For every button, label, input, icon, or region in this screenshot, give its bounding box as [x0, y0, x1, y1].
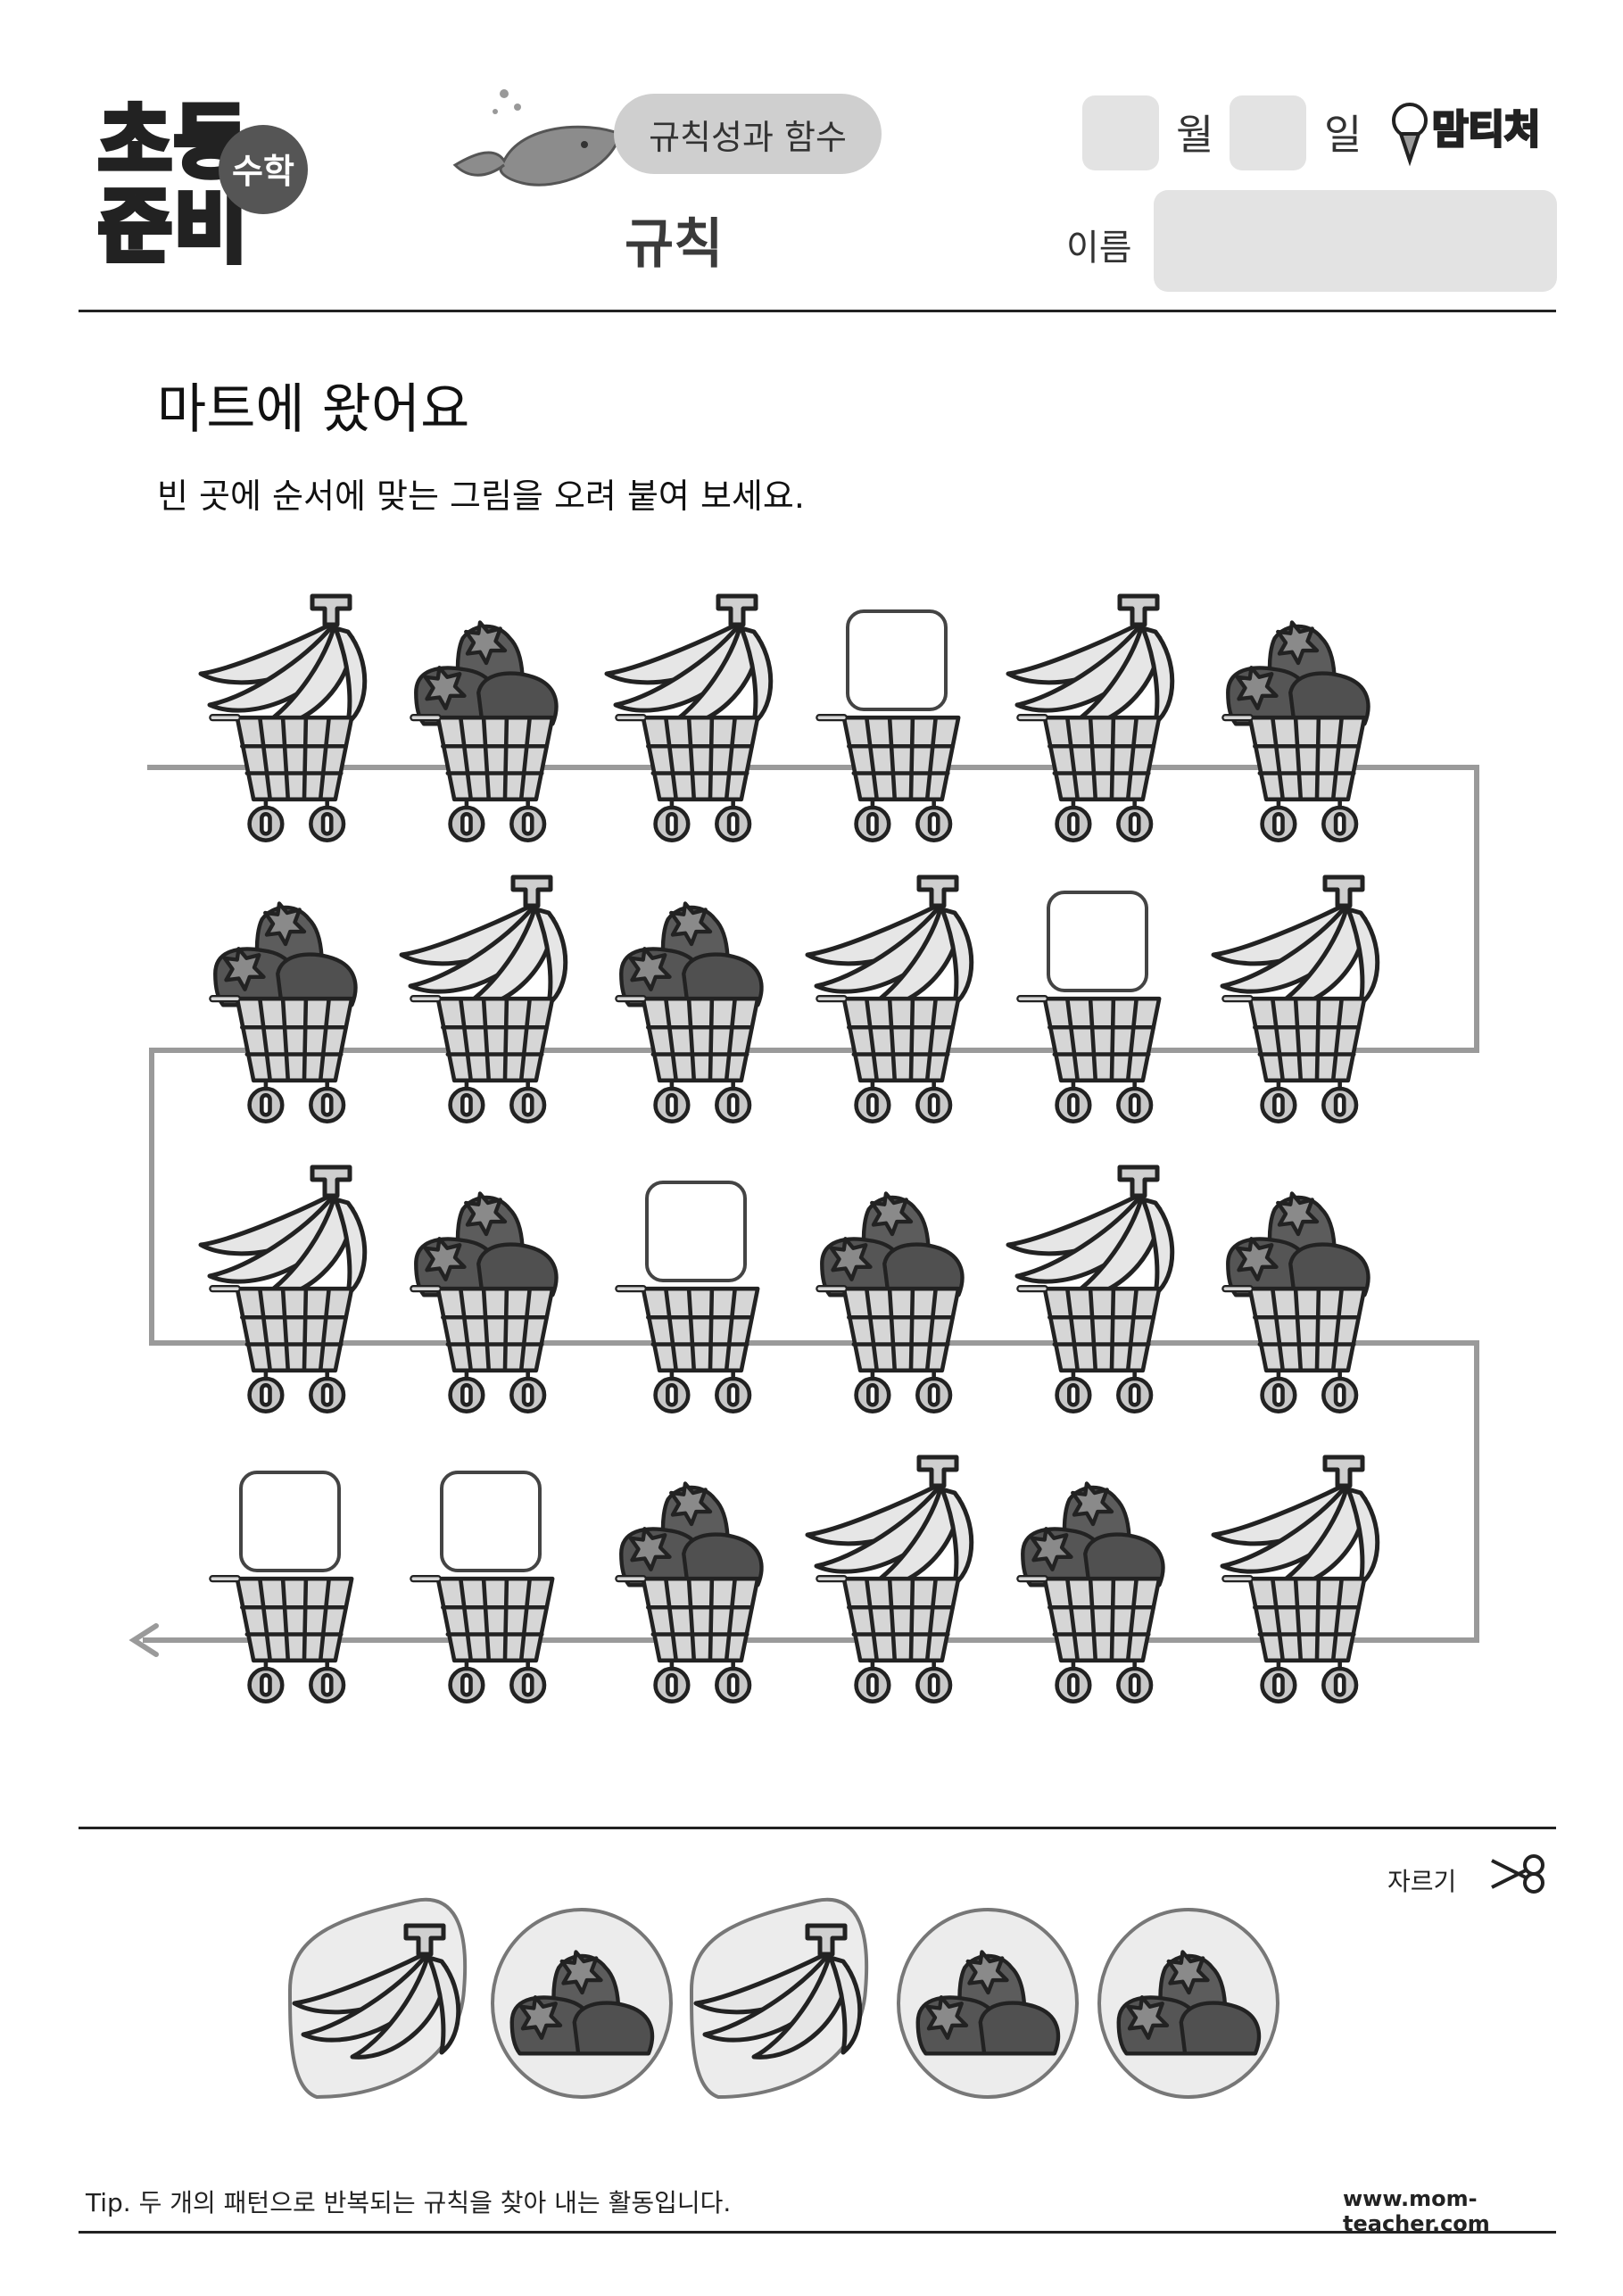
name-label: 이름	[1066, 228, 1132, 269]
day-label: 일	[1324, 111, 1362, 159]
program-logo: 초 등 준 비 수학	[95, 93, 308, 277]
instruction-text: 빈 곳에 순서에 맞는 그림을 오려 붙여 보세요.	[157, 477, 805, 516]
banana-cutout[interactable]	[683, 1883, 874, 2106]
footer-divider	[79, 2231, 1556, 2234]
empty-slot[interactable]	[803, 589, 981, 857]
strawberry-cart	[397, 589, 576, 857]
scissors-icon	[1491, 1854, 1544, 1894]
empty-slot[interactable]	[602, 1160, 781, 1428]
strawberry-cart	[803, 1160, 981, 1428]
strawberry-cart	[397, 1160, 576, 1428]
site-url: www.mom-teacher.com	[1343, 2186, 1490, 2236]
strawberry-cutout[interactable]	[486, 1883, 678, 2106]
tip-text: Tip. 두 개의 패턴으로 반복되는 규칙을 찾아 내는 활동입니다.	[86, 2188, 732, 2217]
logo-char-1: 초	[98, 95, 172, 189]
banana-cart	[803, 1450, 981, 1718]
name-field[interactable]	[1154, 190, 1557, 292]
cut-label: 자르기	[1387, 1867, 1457, 1896]
banana-cart	[1209, 870, 1387, 1138]
empty-slot[interactable]	[397, 1450, 576, 1718]
worksheet-title: 마트에 왔어요	[157, 378, 470, 441]
banana-cart	[602, 589, 781, 857]
category-badge: 규칙성과 함수	[614, 94, 882, 174]
strawberry-cutout[interactable]	[1093, 1883, 1285, 2106]
banana-cart	[196, 589, 375, 857]
banana-cart	[803, 870, 981, 1138]
banana-cart	[1004, 1160, 1182, 1428]
svg-text:맘티처: 맘티처	[1432, 107, 1540, 153]
banana-cutout[interactable]	[281, 1883, 473, 2106]
strawberry-cart	[1209, 589, 1387, 857]
strawberry-cutout[interactable]	[892, 1883, 1084, 2106]
empty-slot[interactable]	[1004, 870, 1182, 1138]
logo-badge: 수학	[232, 152, 294, 191]
cut-divider	[79, 1827, 1556, 1829]
brand-logo: 맘티처	[1392, 103, 1542, 167]
strawberry-cart	[602, 1450, 781, 1718]
logo-char-3: 준	[98, 180, 172, 274]
pattern-path	[128, 765, 1479, 1657]
empty-slot[interactable]	[196, 1450, 375, 1718]
banana-cart	[196, 1160, 375, 1428]
topic-title: 규칙	[625, 213, 724, 276]
whale-icon	[452, 89, 622, 186]
strawberry-cart	[602, 870, 781, 1138]
day-input[interactable]	[1230, 95, 1306, 170]
banana-cart	[1004, 589, 1182, 857]
header-divider	[79, 310, 1556, 312]
banana-cart	[1209, 1450, 1387, 1718]
month-input[interactable]	[1082, 95, 1159, 170]
banana-cart	[397, 870, 576, 1138]
month-label: 월	[1176, 111, 1214, 159]
strawberry-cart	[196, 870, 375, 1138]
strawberry-cart	[1004, 1450, 1182, 1718]
strawberry-cart	[1209, 1160, 1387, 1428]
